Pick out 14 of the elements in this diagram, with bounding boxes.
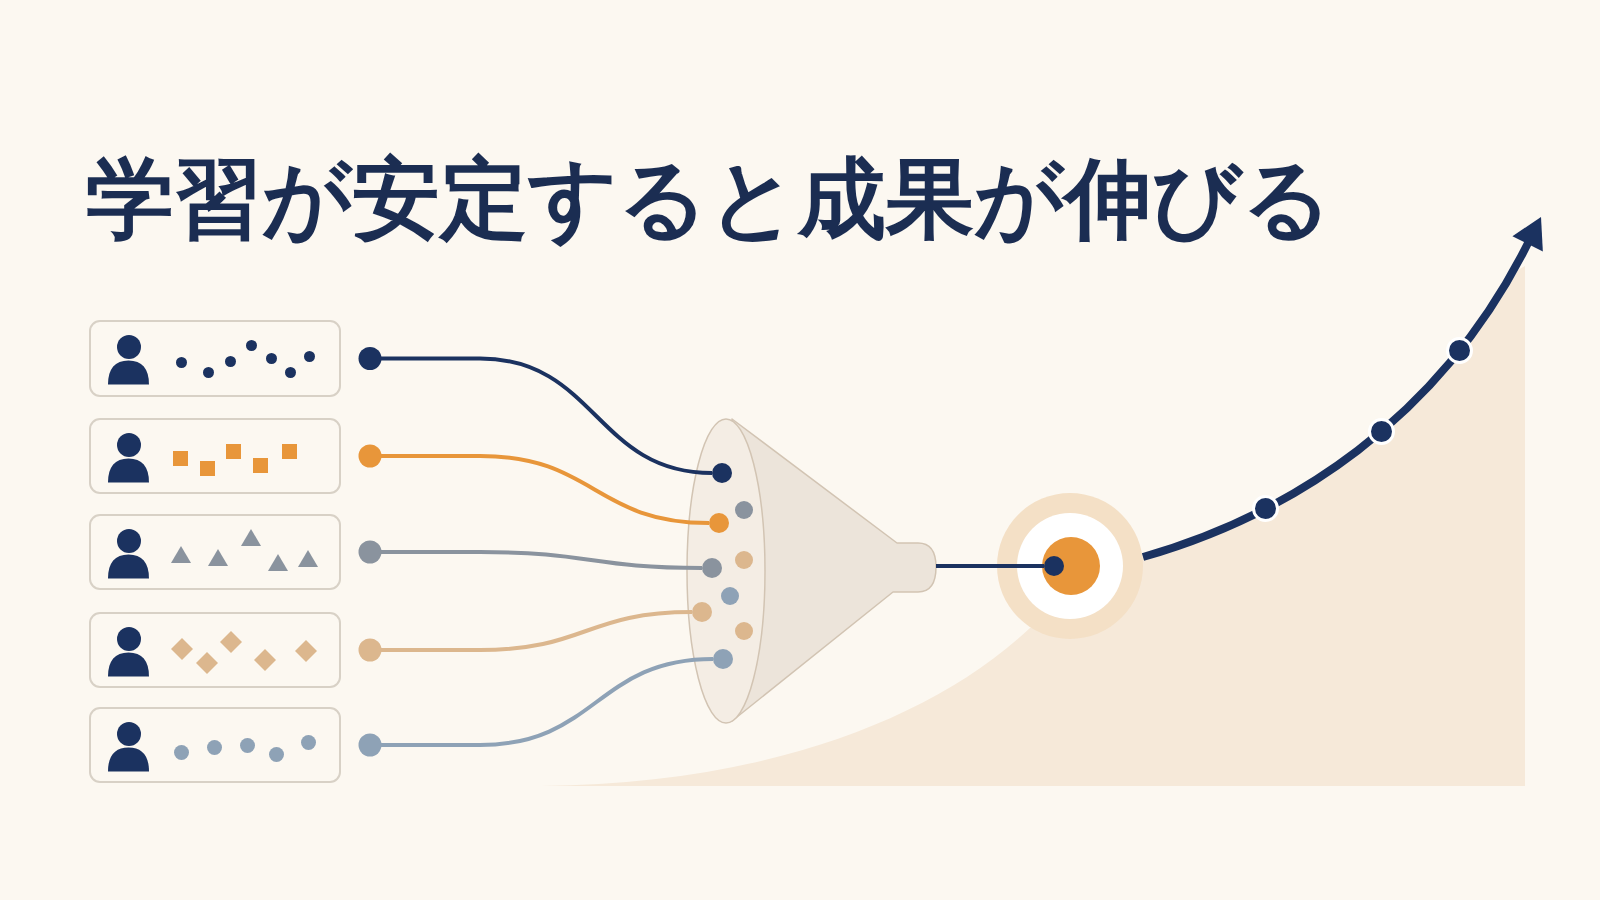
connector-line	[358, 610, 693, 662]
connector-line	[936, 564, 1044, 568]
connector-line	[358, 657, 714, 757]
profile-card	[89, 612, 341, 688]
arrow	[1141, 217, 1543, 561]
target-circle	[997, 493, 1143, 639]
connector-line	[358, 444, 710, 525]
connector-line	[358, 347, 713, 475]
profile-card	[89, 707, 341, 783]
title: 学習が安定すると成果が伸びる	[86, 146, 1332, 252]
profile-card	[89, 514, 341, 590]
profile-card	[89, 418, 341, 494]
connector-line	[358, 540, 703, 570]
profile-card	[89, 320, 341, 397]
